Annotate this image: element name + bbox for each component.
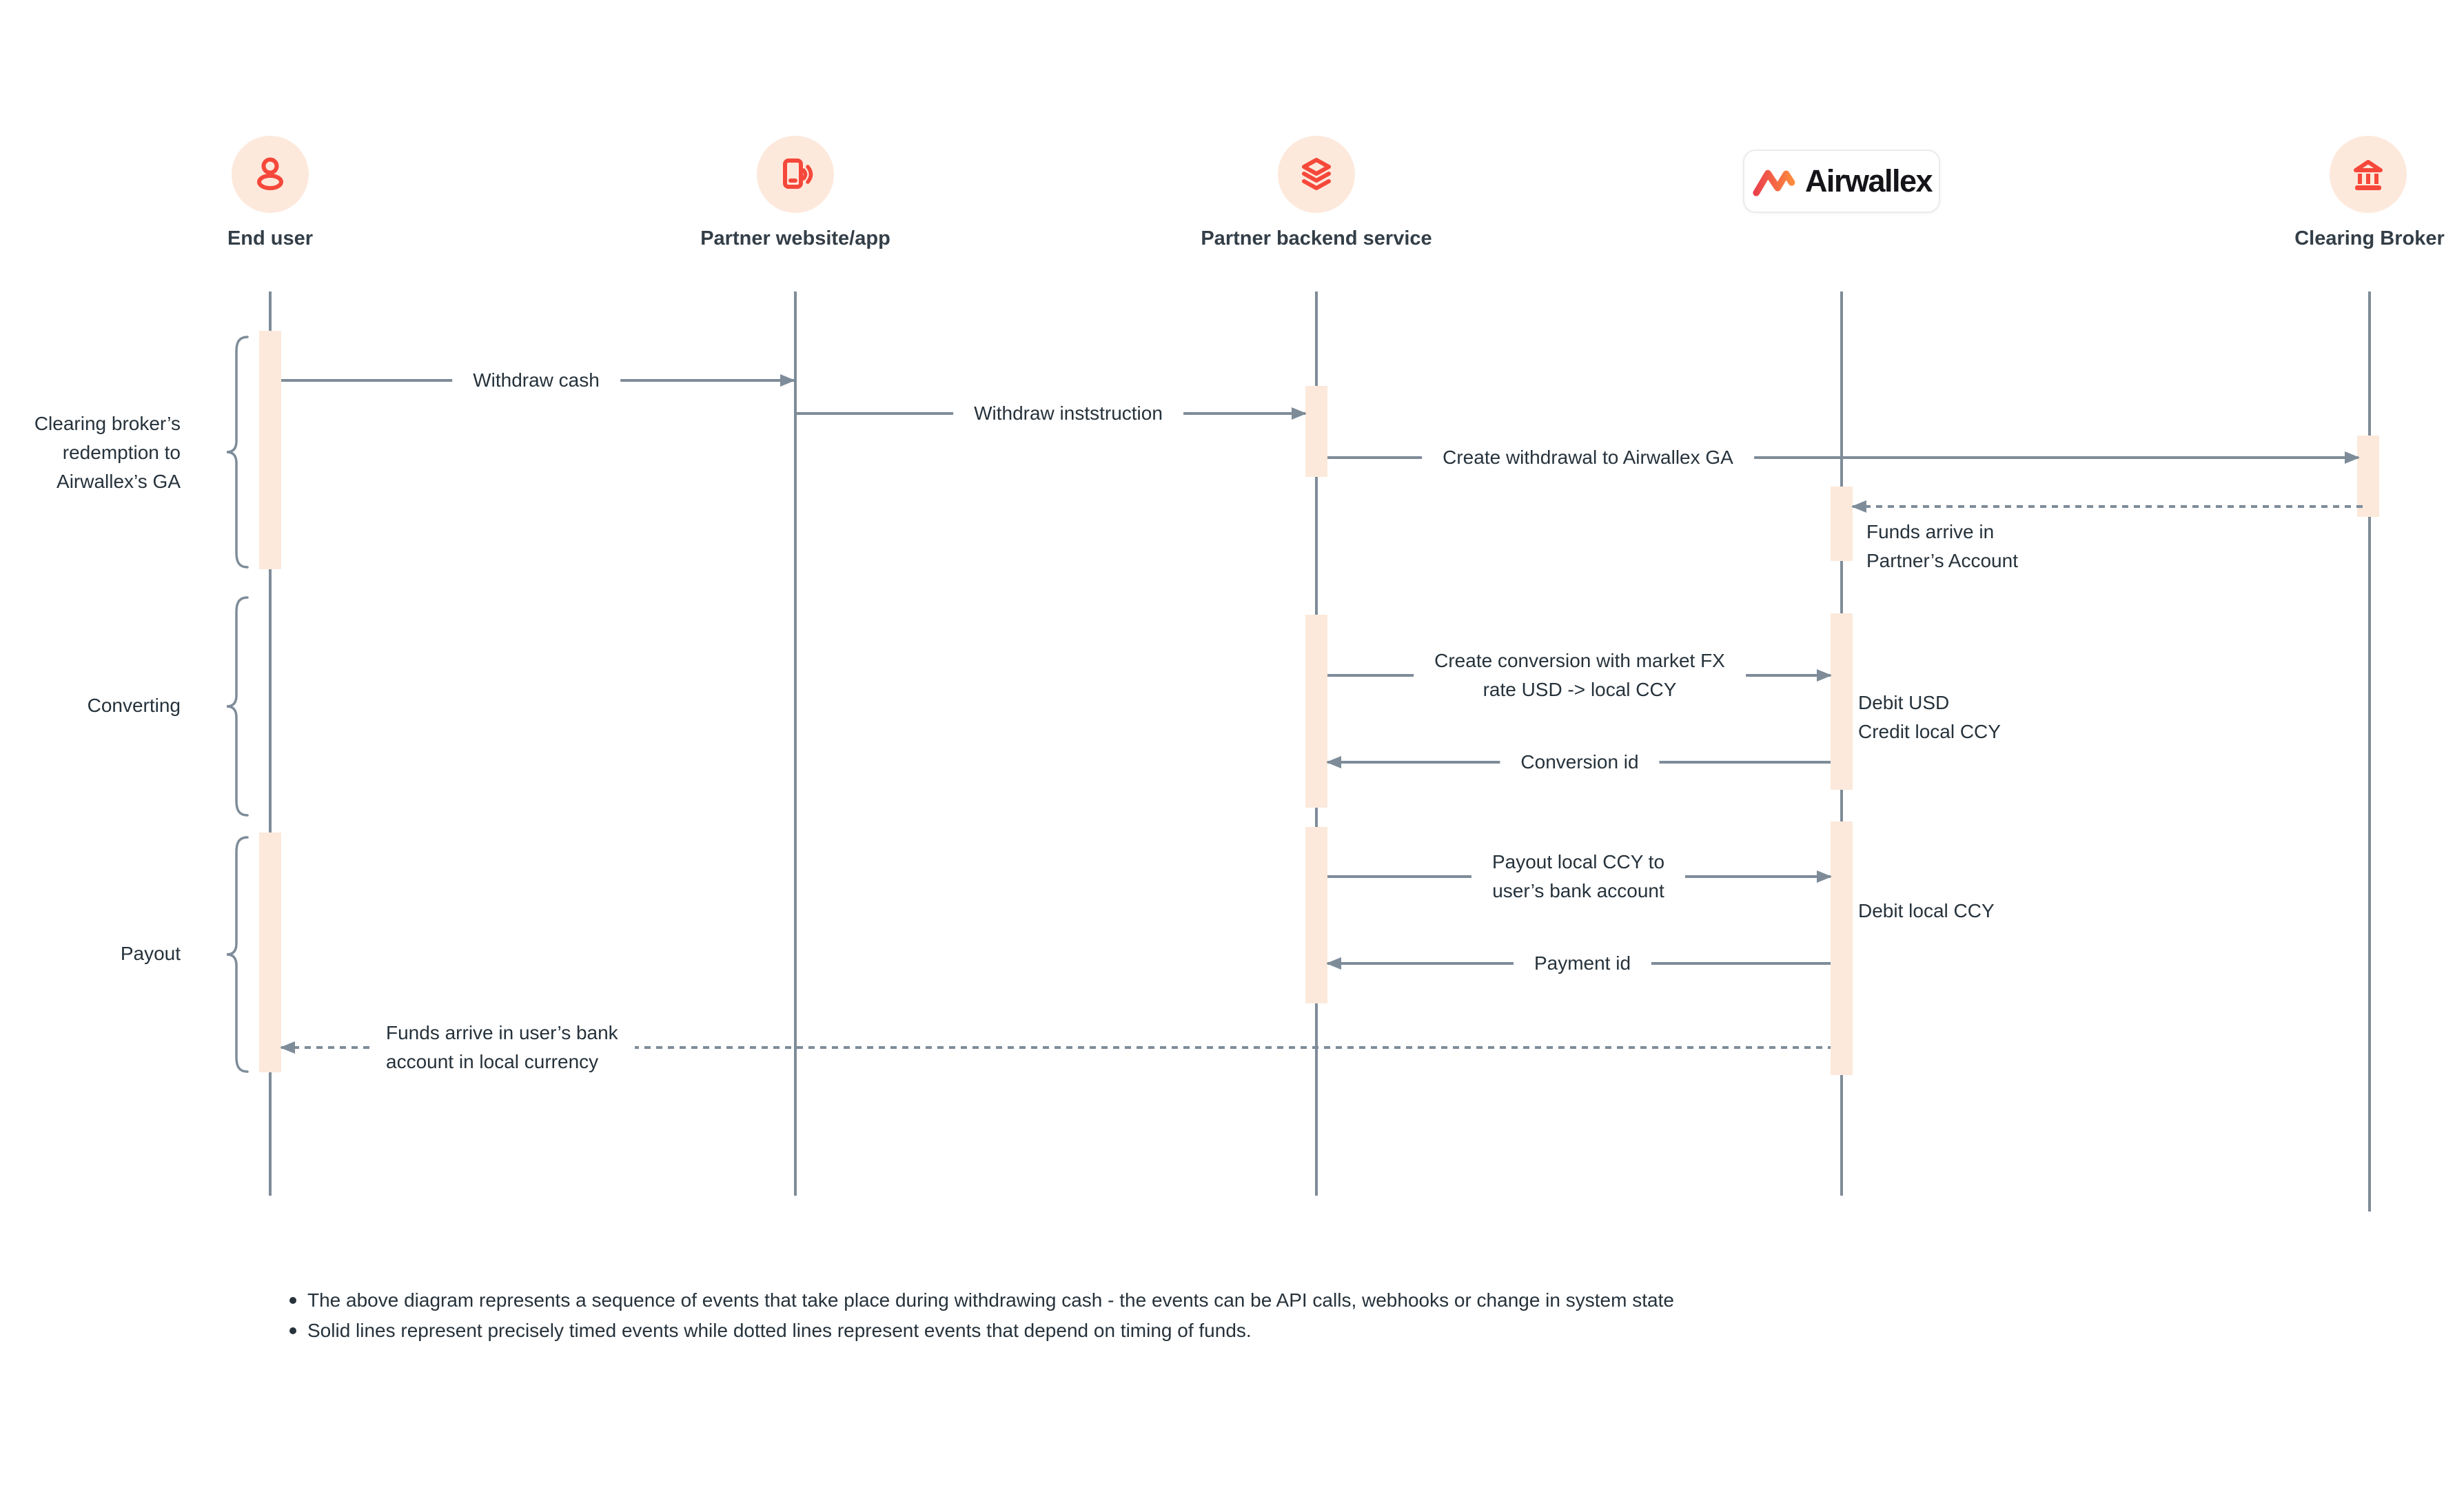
message-label: Conversion id [1500, 741, 1660, 784]
message-conversion-id: Conversion id [1326, 741, 1831, 784]
message-label: Withdraw cash [452, 359, 620, 402]
arrowhead-right-icon [1817, 669, 1832, 682]
note-funds-arrive-partner: Funds arrive in Partner’s Account [1866, 518, 2018, 575]
message-label: Withdraw inststruction [953, 392, 1183, 435]
phase-brace-converting [226, 596, 249, 817]
activation-airwallex-3 [1831, 821, 1853, 1075]
arrowhead-left-icon [1851, 500, 1866, 513]
airwallex-logo: Airwallex [1743, 150, 1940, 213]
message-payout-local-ccy: Payout local CCY to user’s bank account [1327, 841, 1832, 912]
message-funds-arrive-partner [1851, 500, 2368, 513]
arrowhead-right-icon [2345, 451, 2360, 464]
note-line: Debit USD [1858, 692, 1950, 713]
phase-brace-redemption [226, 336, 249, 569]
message-line-dashed [281, 1046, 1831, 1049]
activation-backend-3 [1305, 827, 1327, 1003]
actor-end-user [232, 136, 309, 213]
message-label: Create conversion with market FX rate US… [1414, 640, 1746, 711]
message-payment-id: Payment id [1326, 942, 1831, 985]
message-label: Payout local CCY to user’s bank account [1471, 841, 1686, 912]
message-withdraw-cash: Withdraw cash [281, 359, 795, 402]
message-create-withdrawal: Create withdrawal to Airwallex GA [1327, 436, 2360, 479]
note-line: Funds arrive in [1866, 521, 1995, 542]
activation-airwallex-2 [1831, 613, 1853, 790]
note-debit-usd: Debit USD Credit local CCY [1858, 688, 2001, 746]
phase-label-payout: Payout [0, 939, 181, 968]
message-label-line: user’s bank account [1492, 880, 1664, 901]
phase-label-converting: Converting [0, 691, 181, 720]
phase-label-redemption: Clearing broker’s redemption to Airwalle… [0, 409, 181, 496]
message-label: Create withdrawal to Airwallex GA [1422, 436, 1754, 479]
note-line: Credit local CCY [1858, 721, 2001, 742]
person-icon [257, 157, 283, 190]
message-label-line: Payout local CCY to [1491, 851, 1665, 872]
actor-label-clearing-broker: Clearing Broker [2294, 227, 2445, 249]
lifeline-clearing-broker [2368, 292, 2371, 1212]
arrowhead-left-icon [1326, 756, 1341, 768]
layers-icon [1302, 158, 1331, 190]
bullet-icon [289, 1297, 296, 1304]
airwallex-wordmark: Airwallex [1804, 163, 1933, 198]
phase-line: Converting [87, 695, 181, 716]
actor-clearing-broker [2330, 136, 2407, 213]
actor-label-partner-website: Partner website/app [700, 227, 890, 249]
activation-backend-1 [1305, 386, 1327, 477]
message-label-line: Create conversion with market FX [1434, 650, 1725, 671]
note-debit-local-ccy: Debit local CCY [1858, 897, 1995, 926]
note-line: Partner’s Account [1866, 550, 2018, 571]
message-label: Payment id [1513, 942, 1652, 985]
message-label: Funds arrive in user’s bank account in l… [369, 1012, 635, 1083]
phase-line: Payout [120, 943, 181, 964]
message-withdraw-instruction: Withdraw inststruction [797, 392, 1307, 435]
message-line-dashed [1853, 505, 2368, 508]
message-line [1327, 456, 2359, 459]
activation-end-user-2 [259, 832, 281, 1072]
activation-clearing-broker-1 [2357, 436, 2379, 517]
activation-airwallex-1 [1831, 487, 1853, 561]
message-label-line: Funds arrive in user’s bank [386, 1022, 618, 1043]
actor-label-end-user: End user [227, 227, 314, 249]
message-label-line: account in local currency [386, 1051, 599, 1072]
phase-line: Clearing broker’s [34, 413, 181, 434]
actor-label-partner-backend: Partner backend service [1201, 227, 1432, 249]
footnote-text: Solid lines represent precisely timed ev… [307, 1320, 1252, 1341]
phase-line: redemption to [62, 442, 181, 463]
actor-partner-website [757, 136, 834, 213]
footnote-item: The above diagram represents a sequence … [289, 1286, 1674, 1315]
bullet-icon [289, 1327, 296, 1334]
arrowhead-right-icon [1817, 870, 1832, 883]
note-line: Debit local CCY [1858, 900, 1995, 921]
message-create-conversion: Create conversion with market FX rate US… [1327, 640, 1832, 711]
arrowhead-right-icon [780, 374, 795, 387]
activation-backend-2 [1305, 615, 1327, 808]
phase-line: Airwallex’s GA [57, 471, 181, 492]
phase-brace-payout [226, 836, 249, 1073]
arrowhead-left-icon [1326, 957, 1341, 970]
arrowhead-left-icon [280, 1041, 295, 1054]
lifeline-end-user [269, 292, 272, 1196]
message-label-line: rate USD -> local CCY [1483, 679, 1677, 700]
footnote-text: The above diagram represents a sequence … [307, 1289, 1674, 1311]
arrowhead-right-icon [1292, 407, 1307, 420]
message-funds-arrive-user: Funds arrive in user’s bank account in l… [280, 1012, 1831, 1083]
bank-icon [2354, 160, 2383, 190]
activation-end-user-1 [259, 331, 281, 569]
footnote-item: Solid lines represent precisely timed ev… [289, 1316, 1674, 1345]
actor-partner-backend [1278, 136, 1355, 213]
airwallex-mark-icon [1753, 170, 1795, 196]
phone-icon [783, 159, 813, 189]
footnotes: The above diagram represents a sequence … [289, 1286, 1674, 1345]
lifeline-partner-website [794, 292, 797, 1196]
